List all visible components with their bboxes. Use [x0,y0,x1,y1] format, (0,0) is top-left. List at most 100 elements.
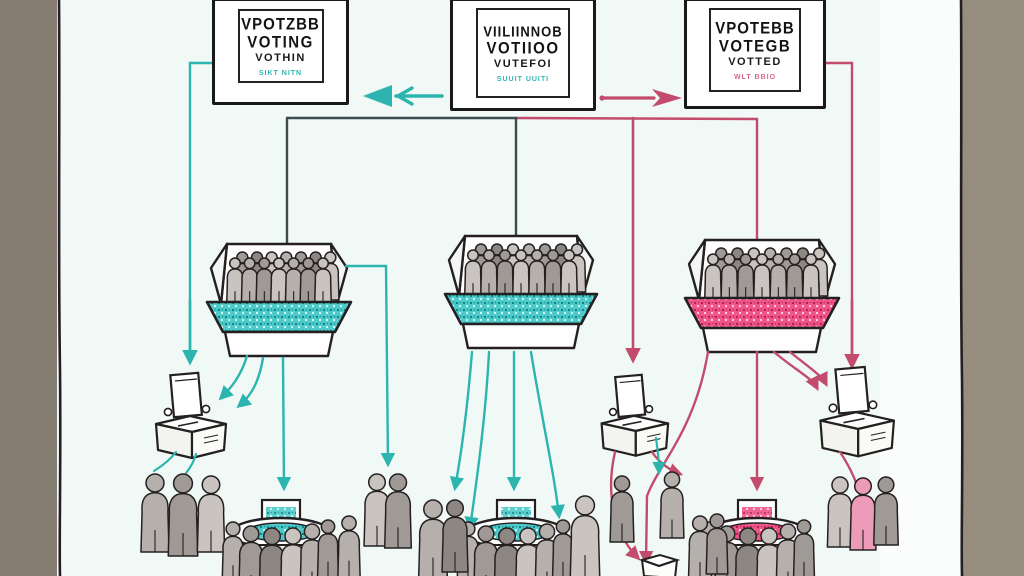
figure [703,253,723,301]
figure [383,473,413,549]
group-pair-a [363,473,413,549]
figure [479,249,499,297]
poster-line: VUTEFOI [493,57,553,70]
figure [559,249,579,297]
figure [736,253,755,301]
figure [313,257,333,305]
figure [284,257,303,305]
clerk-station-right [819,365,896,458]
podium-left [221,498,340,576]
ballot-bin-right [683,238,841,354]
figure [337,515,361,576]
figure [221,521,245,576]
figure [873,476,899,546]
bin-crowd [225,251,340,305]
figure [734,527,762,576]
clerk-station-middle [600,373,670,457]
figure [441,499,469,573]
group-right-trio [826,476,899,551]
frame-line-left [57,0,62,576]
flow-bus-crimson [514,116,759,121]
strand-bin2-d [529,350,565,520]
clerk-station-left [154,371,228,460]
poster-subline: SIKT NITN [258,69,303,77]
figure [752,253,772,301]
strand-bin1-curl-b [236,356,265,409]
poster-line: VOTIIOO [486,38,560,58]
poster-line: VOTING [247,32,314,52]
figure [258,527,286,576]
poster-line: VOTHIN [255,51,306,64]
figure [849,477,877,551]
figure [495,249,515,297]
figure [569,495,601,576]
figure [463,249,483,297]
strand-bin3-a [638,350,710,566]
ballot-bin-middle [443,234,599,350]
figure [609,475,635,543]
figure [140,473,170,553]
strand-bin2-a [449,350,474,492]
poster-right: VPOTEBB VOTEGB VOTTED WLT BBIO [684,0,826,109]
podium-crowd [221,519,340,576]
poster-line: VPOTEBB [715,18,795,38]
mini-ballot-box [638,553,681,576]
poster-line: VIILIINNOB [483,22,563,40]
ballot-bin-left [205,242,353,358]
strand-bin1-elbow [344,264,396,468]
group-clerk2-observers [609,471,685,543]
podium-right [697,498,816,576]
figure [316,519,340,576]
poster-line: VPOTZBB [241,14,320,34]
figure [515,527,541,576]
figure [269,257,289,305]
figure [255,257,274,305]
arrow-left-icon [363,85,444,107]
figure [167,473,199,557]
figure [769,253,788,301]
figure [792,519,816,576]
poster-line: VOTEGB [718,36,792,56]
flow-elbow-crimson [823,61,854,364]
margin-right [962,0,1024,576]
figure [299,257,318,305]
strand-bin1-drop [276,356,292,492]
figure [659,471,685,539]
strand-bin1-curl-a [218,354,249,401]
figure [196,475,226,553]
poster-middle: VIILIINNOB VOTIIOO VUTEFOI SUUIT UUITI [450,0,596,111]
margin-left [0,0,57,576]
strand-clerk2-b [650,450,684,477]
figure-single-b [569,495,601,576]
figure [720,253,739,301]
figure-single-a [337,515,361,576]
poster-subline: WLT BBIO [733,73,777,81]
poster-subline: SUUIT UUITI [496,75,550,83]
frame-line-right [959,0,964,576]
flow-elbow-teal [188,61,215,360]
bin-crowd [463,243,587,297]
figure [801,253,821,301]
figure [705,513,729,575]
strand-clerk2-teal [652,436,666,476]
strand-bin2-b [464,350,491,532]
figure [225,257,245,305]
figure [240,257,259,305]
figure [473,525,499,576]
figure [543,249,563,297]
podium-middle [456,498,575,576]
strand-bin3-hook-b [788,350,828,388]
figure [826,476,854,548]
figure [511,249,531,297]
bin-crowd [703,247,829,301]
figure [785,253,804,301]
figure [280,527,306,576]
group-duo-a [417,499,469,576]
figure [527,249,547,297]
arrow-right-icon [599,89,682,107]
group-podium3-left [687,513,729,576]
poster-left: VPOTZBB VOTING VOTHIN SIKT NITN [212,0,349,105]
figure [493,527,521,576]
figure [756,527,782,576]
